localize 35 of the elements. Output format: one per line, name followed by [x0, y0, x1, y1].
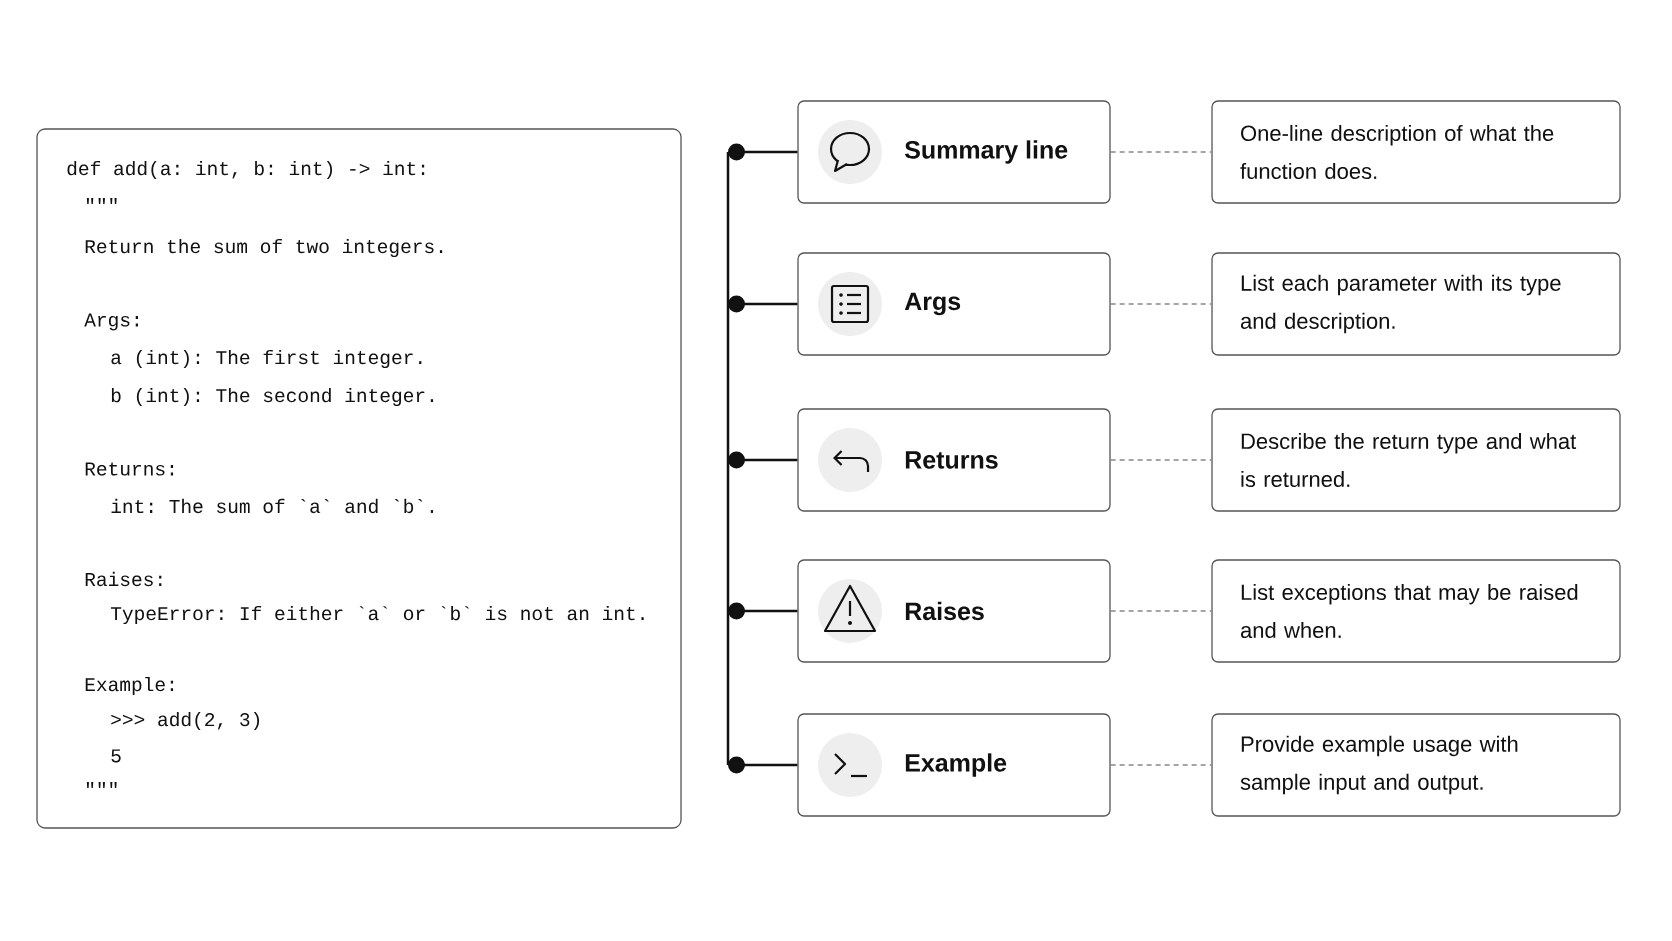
connector: [728, 756, 798, 774]
dashed-line: [1110, 459, 1212, 461]
connector: [728, 602, 798, 620]
code-line: """: [86, 197, 117, 204]
code-line: Return the sum of two integers.: [85, 238, 443, 258]
dashed-line: [1110, 151, 1212, 153]
dashed-line: [1110, 303, 1212, 305]
dashed-line: [1110, 764, 1212, 766]
connector: [728, 451, 798, 469]
code-line: Example:: [85, 676, 174, 696]
code-line: int: The sum of `a` and `b`.: [111, 498, 434, 514]
section-box: Returns: [797, 408, 1111, 512]
connector: [728, 295, 798, 313]
code-line: Returns:: [85, 462, 174, 476]
section-box: Raises: [797, 559, 1111, 663]
code-line: b (int): The second integer.: [111, 387, 434, 407]
description-box: List exceptions that may be raised and when.: [1211, 559, 1621, 663]
section-box: Summary line: [797, 100, 1111, 204]
dashed-line: [1110, 610, 1212, 612]
code-line: TypeError: If either `a` or `b` is not an int.: [110, 605, 644, 625]
description-box: Describe the return type and what is returned.: [1211, 408, 1621, 512]
section-box: Args: [797, 252, 1111, 356]
code-line: """: [86, 781, 117, 788]
code-line: >>> add(2, 3): [111, 711, 260, 731]
section-box: Example: [797, 713, 1111, 817]
description-box: One-line description of what the function does.: [1211, 100, 1621, 204]
code-line: Raises:: [85, 571, 162, 587]
code-line: Args:: [84, 313, 138, 331]
description-box: List each parameter with its type and description.: [1211, 252, 1621, 356]
connector: [728, 143, 798, 161]
code-line: 5: [111, 749, 121, 763]
code-line: def add(a: int, b: int) -> int:: [67, 160, 425, 180]
code-box: [36, 128, 682, 829]
description-box: Provide example usage with sample input and output.: [1211, 713, 1621, 817]
code-line: a (int): The first integer.: [111, 349, 422, 369]
